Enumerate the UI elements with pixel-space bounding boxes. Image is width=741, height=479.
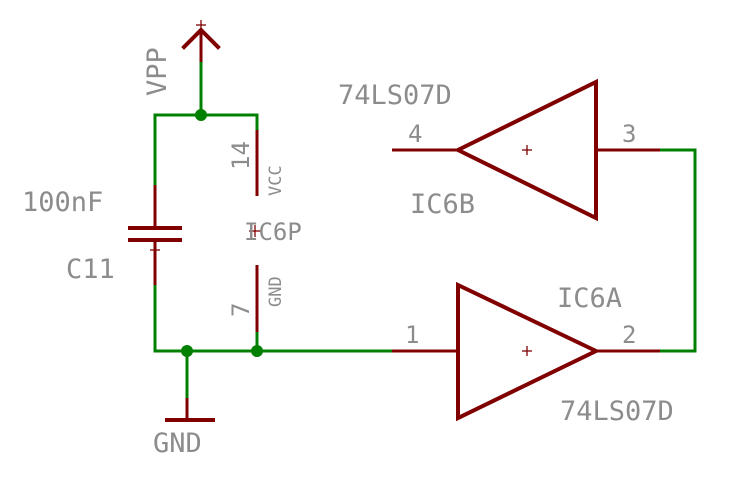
ic6a-name-label: IC6A <box>557 283 622 314</box>
ic6b-input-pin-number: 4 <box>408 120 422 148</box>
capacitor-c11: 100nF C11 <box>22 185 182 285</box>
ic6p-vcc-label: VCC <box>266 165 286 196</box>
ic6p-name-label: IC6P <box>244 218 302 246</box>
gnd-label: GND <box>153 428 202 459</box>
output-net-wire <box>658 148 697 353</box>
buffer-ic6b: 74LS07D IC6B 4 3 <box>338 78 660 222</box>
capacitor-value-label: 100nF <box>22 187 103 218</box>
capacitor-name-label: C11 <box>66 254 115 285</box>
nets <box>153 58 697 420</box>
buffer-ic6a: IC6A 74LS07D 1 2 <box>392 281 674 427</box>
gnd-net-wire <box>153 283 394 353</box>
junction-dot <box>195 109 207 121</box>
junction-dot <box>251 345 263 357</box>
ic6a-input-pin-number: 1 <box>405 321 419 349</box>
vpp-label: VPP <box>142 47 173 96</box>
ic6b-part-label: 74LS07D <box>338 80 452 111</box>
ic6a-part-label: 74LS07D <box>560 396 674 427</box>
vpp-supply-symbol: VPP <box>142 20 221 96</box>
junction-dot <box>181 345 193 357</box>
ic6a-output-pin-number: 2 <box>622 321 636 349</box>
ic6p-gnd-pin-number: 7 <box>227 303 255 317</box>
ic6p-gnd-label: GND <box>266 276 286 307</box>
ic6p-power-unit: 14 VCC IC6P GND 7 <box>227 130 302 332</box>
ic6p-vcc-pin-number: 14 <box>227 141 255 170</box>
gnd-supply-symbol: GND <box>153 398 215 459</box>
ic6b-name-label: IC6B <box>410 189 475 220</box>
ic6b-output-pin-number: 3 <box>622 120 636 148</box>
